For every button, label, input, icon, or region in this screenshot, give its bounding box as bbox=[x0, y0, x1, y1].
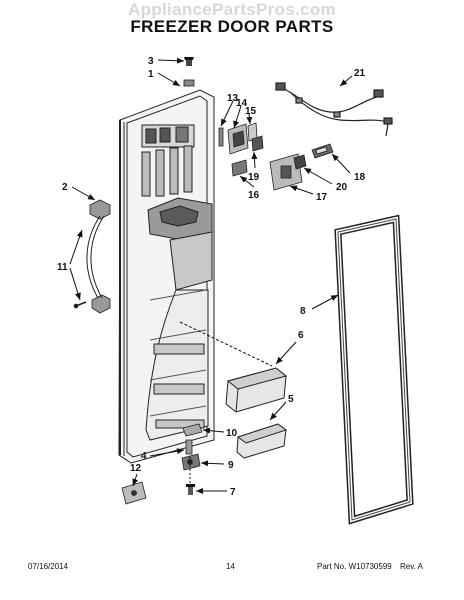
door-bin-part-5 bbox=[236, 423, 288, 459]
callout-16: 16 bbox=[248, 190, 260, 201]
callout-6: 6 bbox=[298, 330, 304, 341]
leader-lines bbox=[69, 57, 353, 494]
callout-4: 4 bbox=[141, 451, 147, 462]
bracket-part-16 bbox=[231, 159, 248, 177]
bottom-hinge-part-12 bbox=[121, 481, 147, 505]
callout-17: 17 bbox=[316, 192, 328, 203]
handle-bracket-part-2 bbox=[89, 199, 111, 314]
callout-9: 9 bbox=[228, 460, 234, 471]
callout-11: 11 bbox=[57, 262, 68, 273]
door-bin-part-6 bbox=[225, 367, 288, 413]
footer-date: 07/16/2014 bbox=[28, 562, 69, 571]
footer-revision: Rev. A bbox=[400, 562, 423, 571]
callout-21: 21 bbox=[354, 68, 366, 79]
callout-1: 1 bbox=[148, 69, 154, 80]
callout-3: 3 bbox=[148, 56, 154, 67]
page-title: FREEZER DOOR PARTS bbox=[130, 17, 334, 36]
hinge-part-9 bbox=[181, 453, 201, 471]
callout-5: 5 bbox=[288, 394, 294, 405]
callout-14: 14 bbox=[236, 98, 248, 109]
callout-13: 13 bbox=[227, 93, 239, 104]
screw-part-7 bbox=[186, 484, 195, 495]
screw-part-3 bbox=[183, 57, 195, 87]
callout-labels: 3 1 2 11 13 14 15 19 16 17 20 18 21 8 6 … bbox=[57, 56, 366, 498]
clip-part-13 bbox=[218, 127, 224, 147]
callout-18: 18 bbox=[354, 172, 366, 183]
connector-part-20 bbox=[293, 154, 307, 170]
freezer-door-panel bbox=[118, 89, 215, 464]
sensor-part-18 bbox=[311, 143, 334, 159]
door-gasket-part-8 bbox=[334, 214, 414, 525]
hinge-bushing-part-10 bbox=[182, 423, 203, 437]
callout-15: 15 bbox=[245, 106, 257, 117]
callout-20: 20 bbox=[336, 182, 348, 193]
footer-part-number: Part No. W10730599 bbox=[317, 562, 392, 571]
switch-part-19 bbox=[251, 135, 264, 152]
footer-page-number: 14 bbox=[226, 562, 235, 571]
callout-10: 10 bbox=[226, 428, 238, 439]
watermark: AppliancePartsPros.com bbox=[128, 0, 336, 19]
callout-12: 12 bbox=[130, 463, 142, 474]
handle-part-11 bbox=[73, 215, 105, 309]
wire-harness-part-21 bbox=[275, 82, 393, 137]
callout-7: 7 bbox=[230, 487, 236, 498]
callout-8: 8 bbox=[300, 306, 306, 317]
callout-2: 2 bbox=[62, 182, 68, 193]
control-board-part-17 bbox=[269, 153, 303, 191]
hinge-pin-part-4 bbox=[185, 439, 193, 455]
callout-19: 19 bbox=[248, 172, 260, 183]
bracket-part-14 bbox=[227, 123, 249, 155]
